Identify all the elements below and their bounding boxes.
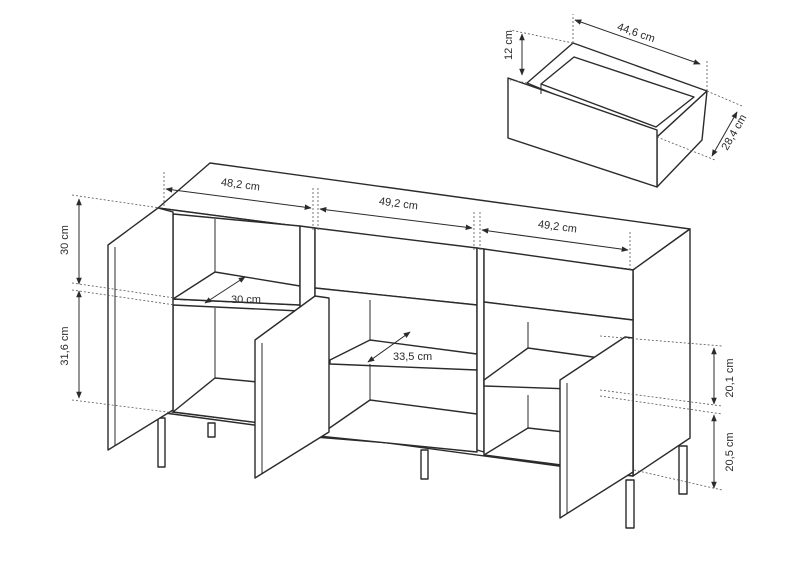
right-section-width-label: 49,2 cm	[537, 219, 577, 236]
middle-door-open	[254, 295, 330, 479]
left-section-width-label: 48,2 cm	[220, 177, 260, 194]
right-door-open	[559, 336, 634, 519]
leg-height-label: 20,5 cm	[724, 432, 736, 471]
left-door-open	[107, 207, 174, 451]
right-compartment-height-label: 20,1 cm	[724, 358, 736, 397]
sideboard-illustration: 48,2 cm 49,2 cm 49,2 cm 30 cm 31,6 cm 30…	[59, 162, 736, 529]
middle-section-width-label: 49,2 cm	[378, 196, 418, 213]
drawer-height-label: 12 cm	[503, 30, 515, 60]
left-section-width-arrow	[165, 187, 312, 210]
left-shelf-depth-label: 30 cm	[231, 294, 261, 306]
right-side-panel	[632, 228, 691, 477]
middle-shelf-depth-label: 33,5 cm	[393, 351, 432, 363]
left-shelf-depth-arrow	[204, 276, 246, 304]
drawer-depth-arrow	[711, 111, 738, 157]
right-section-width-arrow	[481, 228, 629, 252]
leg-front-right	[625, 479, 635, 529]
drawer-width-arrow	[574, 19, 701, 65]
drawer-front	[507, 77, 658, 188]
drawer-box-inner	[540, 56, 695, 128]
leg-back-right	[678, 445, 688, 495]
middle-section-width-arrow	[319, 207, 473, 230]
leg-back-left	[157, 417, 166, 468]
middle-shelf-depth-arrow	[367, 331, 411, 363]
drawer-depth-label: 28,4 cm	[719, 113, 749, 153]
drawer-illustration: 44,6 cm 12 cm 28,4 cm	[503, 14, 749, 188]
leg-center	[420, 449, 429, 480]
lower-compartment-height-label: 31,6 cm	[59, 326, 71, 365]
upper-compartment-height-label: 30 cm	[59, 225, 71, 255]
leg-rear	[207, 422, 216, 438]
divider-right	[476, 247, 485, 453]
